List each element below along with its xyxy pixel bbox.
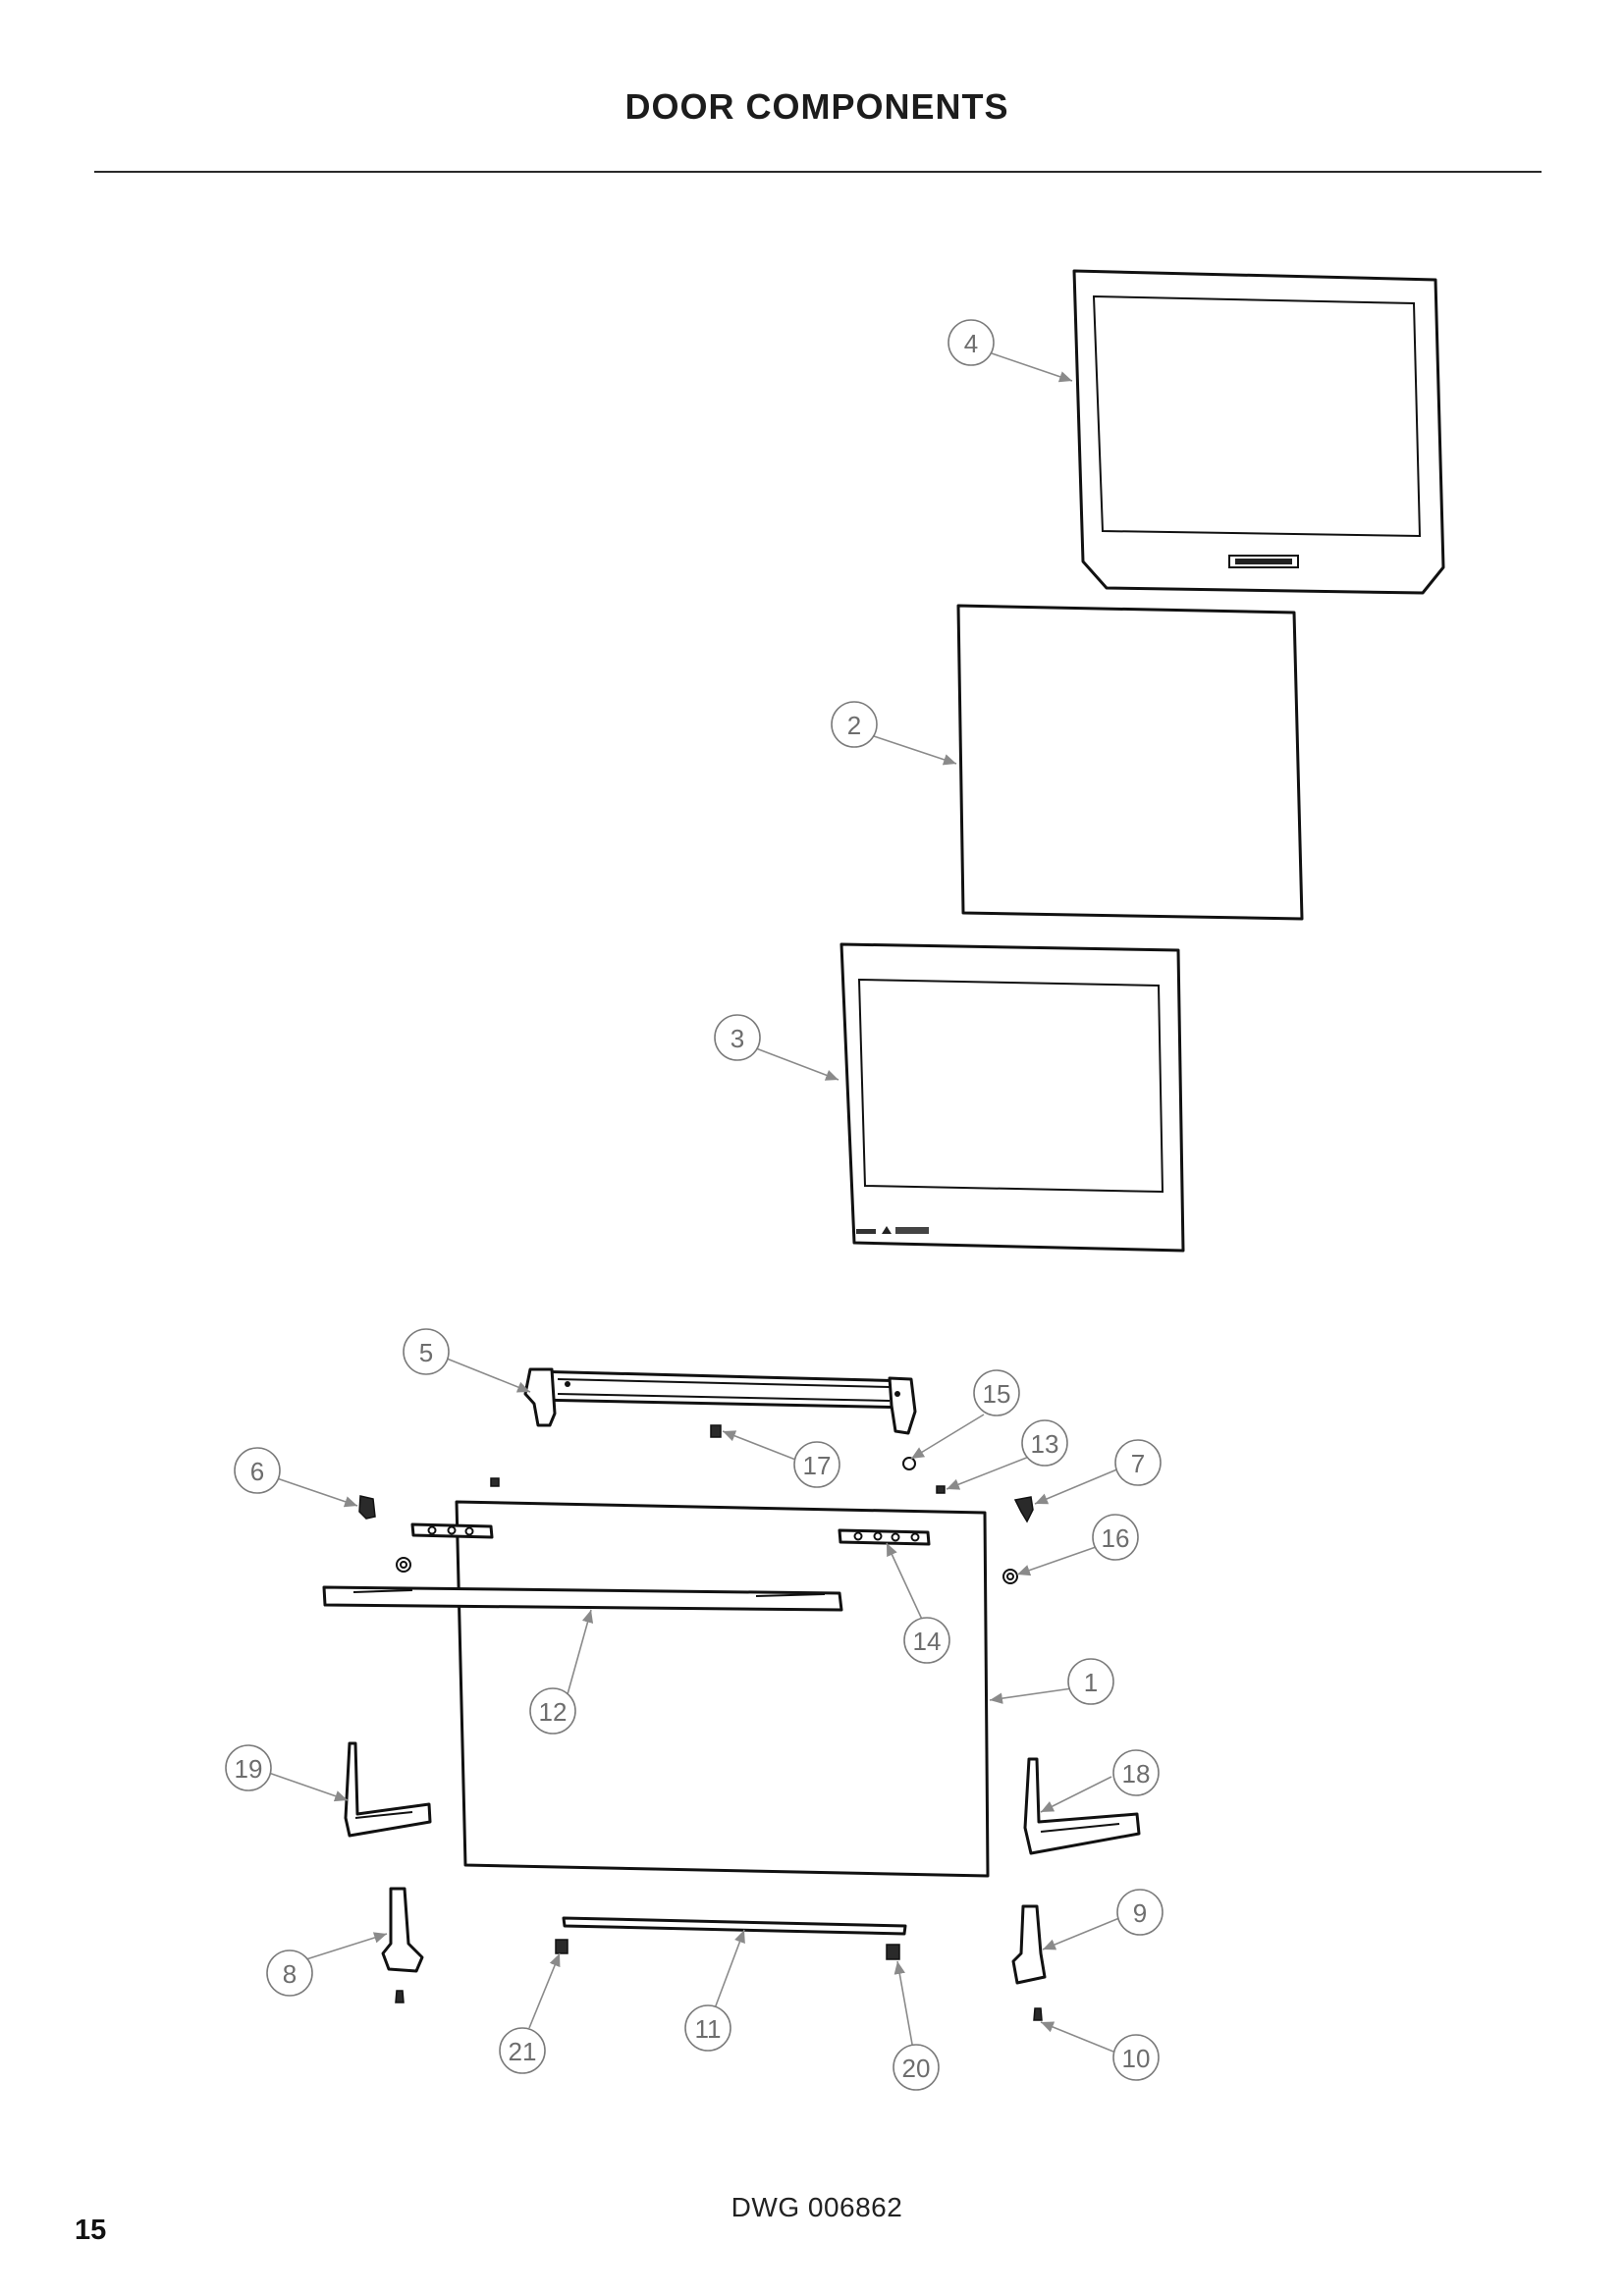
svg-text:19: 19 <box>235 1754 263 1784</box>
svg-text:14: 14 <box>913 1627 942 1656</box>
part-18-right-hinge <box>1023 1757 1141 1855</box>
svg-text:12: 12 <box>539 1697 568 1727</box>
part-1-door-frame <box>455 1500 990 1878</box>
svg-text:2: 2 <box>847 711 861 740</box>
part-14-mounting-plates <box>410 1522 931 1546</box>
svg-text:17: 17 <box>803 1451 832 1480</box>
svg-text:15: 15 <box>983 1379 1011 1409</box>
svg-text:6: 6 <box>250 1457 264 1486</box>
svg-text:11: 11 <box>695 2014 722 2044</box>
leader-lines <box>262 352 1120 2053</box>
callout-2: 2 <box>831 701 878 748</box>
callout-14: 14 <box>903 1617 950 1664</box>
callout-16: 16 <box>1092 1514 1139 1561</box>
svg-text:9: 9 <box>1133 1898 1147 1928</box>
svg-text:8: 8 <box>283 1959 297 1989</box>
small-hardware <box>358 1424 1043 2021</box>
svg-text:7: 7 <box>1131 1449 1145 1478</box>
svg-text:3: 3 <box>731 1024 744 1053</box>
callout-6: 6 <box>234 1447 281 1494</box>
callout-5: 5 <box>403 1328 450 1375</box>
svg-text:16: 16 <box>1102 1523 1130 1553</box>
part-19-left-hinge <box>344 1741 432 1838</box>
page-title: DOOR COMPONENTS <box>624 86 1009 127</box>
svg-text:10: 10 <box>1122 2044 1151 2073</box>
callout-20: 20 <box>893 2044 940 2091</box>
callout-9: 9 <box>1116 1889 1164 1936</box>
title-divider <box>94 171 1542 173</box>
svg-text:18: 18 <box>1122 1759 1151 1789</box>
callout-1: 1 <box>1067 1658 1114 1705</box>
callout-8: 8 <box>266 1949 313 1997</box>
part-5-top-trim <box>523 1367 917 1435</box>
callout-12: 12 <box>529 1687 576 1735</box>
callout-7: 7 <box>1114 1439 1162 1486</box>
callout-18: 18 <box>1112 1749 1160 1796</box>
callout-21: 21 <box>499 2027 546 2074</box>
callout-11: 11 <box>684 2004 731 2052</box>
callout-13: 13 <box>1021 1419 1068 1467</box>
callout-19: 19 <box>225 1744 272 1791</box>
svg-text:5: 5 <box>419 1338 433 1367</box>
part-2-inner-glass <box>956 604 1304 921</box>
part-9-right-receiver <box>1011 1904 1047 1985</box>
svg-text:13: 13 <box>1031 1429 1059 1459</box>
callout-10: 10 <box>1112 2034 1160 2081</box>
callout-17: 17 <box>793 1441 840 1488</box>
svg-text:4: 4 <box>964 329 978 358</box>
part-4-outer-glass <box>1072 269 1445 595</box>
part-12-handle <box>322 1585 843 1612</box>
callout-3: 3 <box>714 1014 761 1061</box>
part-8-left-receiver <box>381 1887 424 1973</box>
svg-text:20: 20 <box>902 2054 931 2083</box>
callout-15: 15 <box>973 1369 1020 1416</box>
page-number: 15 <box>75 2215 107 2246</box>
svg-text:21: 21 <box>509 2037 537 2066</box>
callout-4: 4 <box>947 319 995 366</box>
part-11-bottom-strip <box>562 1916 907 1936</box>
svg-text:1: 1 <box>1084 1668 1098 1697</box>
part-3-inner-glass <box>839 942 1185 1253</box>
drawing-number: DWG 006862 <box>731 2192 903 2222</box>
